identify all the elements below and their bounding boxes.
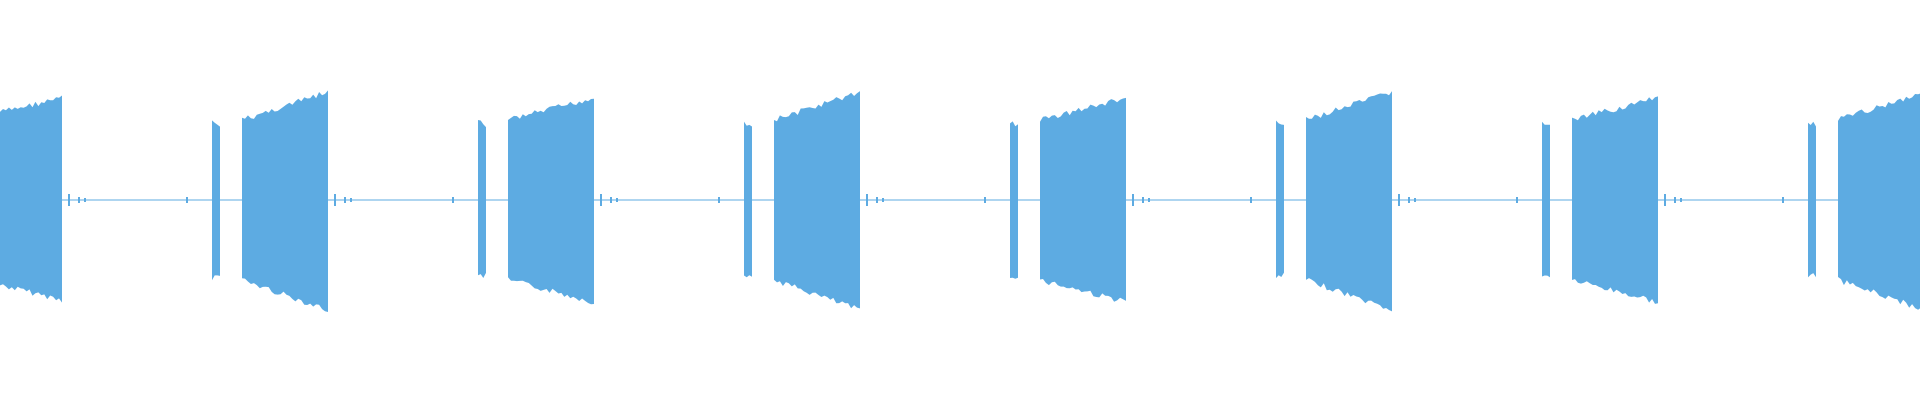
waveform-tail [1414, 198, 1416, 202]
waveform-block [1306, 91, 1392, 312]
waveform-tail [1664, 194, 1666, 206]
waveform-tail [334, 194, 336, 206]
waveform-tick [1516, 197, 1518, 203]
waveform-tail [1148, 198, 1150, 202]
waveform-tail [876, 197, 878, 203]
waveform-tail [350, 198, 352, 202]
waveform-tail [344, 197, 346, 203]
waveform-spike [1276, 120, 1284, 279]
waveform-tick [186, 197, 188, 203]
waveform-block [1838, 93, 1920, 310]
waveform-spike [478, 120, 486, 278]
waveform-bursts [0, 90, 1920, 313]
waveform-tail [1132, 194, 1134, 206]
waveform-tail [600, 194, 602, 206]
waveform-tail [616, 198, 618, 202]
waveform-tail [882, 198, 884, 202]
waveform-tail [1408, 197, 1410, 203]
waveform-tick [718, 197, 720, 203]
waveform-block [242, 90, 328, 313]
waveform-block [1572, 96, 1658, 304]
waveform-block [1040, 97, 1126, 302]
waveform-spike [1808, 121, 1816, 278]
waveform-tick [984, 197, 986, 203]
waveform-tick [1782, 197, 1784, 203]
waveform-tail [866, 194, 868, 206]
waveform-tail [1398, 194, 1400, 206]
waveform-tick [1250, 197, 1252, 203]
waveform-tail [84, 198, 86, 202]
waveform-tail [1142, 197, 1144, 203]
waveform-spike [744, 121, 752, 278]
waveform-spike [1542, 121, 1550, 278]
waveform-tail [1674, 197, 1676, 203]
waveform-tail [78, 197, 80, 203]
waveform-block [0, 95, 62, 303]
waveform-spike [212, 120, 220, 281]
waveform-tail [610, 197, 612, 203]
waveform-tick [452, 197, 454, 203]
waveform-tail [68, 194, 70, 206]
waveform-tail [1680, 198, 1682, 202]
waveform-spike [1010, 121, 1018, 279]
waveform-block [774, 91, 860, 309]
waveform-block [508, 98, 594, 305]
